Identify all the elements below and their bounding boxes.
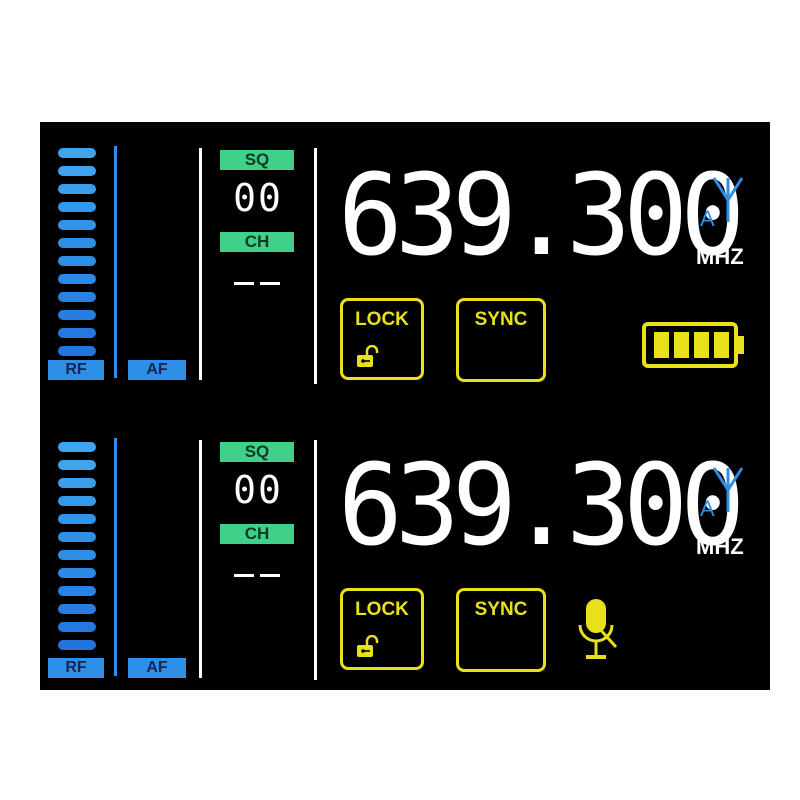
rf-meter-segment	[58, 166, 96, 176]
channel-label: CH	[220, 232, 294, 252]
af-label: AF	[128, 360, 186, 380]
lock-label: LOCK	[355, 309, 409, 330]
rf-meter-segment	[58, 514, 96, 524]
af-label: AF	[128, 658, 186, 678]
rf-label: RF	[48, 658, 104, 678]
frequency-unit: MHZ	[696, 534, 744, 559]
frequency-readout: 639.300	[338, 151, 745, 281]
antenna-label: A	[700, 206, 715, 231]
channel-dash	[260, 282, 280, 285]
rf-meter-segment	[58, 478, 96, 488]
lock-indicator: LOCK	[340, 298, 424, 380]
rf-meter-segment	[58, 310, 96, 320]
rf-meter-segment	[58, 256, 96, 266]
rf-meter-segment	[58, 346, 96, 356]
antenna-label: A	[700, 496, 715, 521]
battery-icon	[642, 322, 744, 368]
lock-label: LOCK	[355, 599, 409, 620]
channel-label: CH	[220, 524, 294, 544]
sync-indicator: SYNC	[456, 588, 546, 672]
rf-meter-segment	[58, 238, 96, 248]
divider-left	[199, 148, 202, 380]
divider-right	[314, 440, 317, 680]
rf-meter-segment	[58, 586, 96, 596]
channel-dash	[260, 574, 280, 577]
rf-meter-segment	[58, 148, 96, 158]
rf-meter-segment	[58, 568, 96, 578]
rf-meter-segment	[58, 622, 96, 632]
divider-right	[314, 148, 317, 384]
squelch-value: 00	[233, 176, 283, 220]
sync-label: SYNC	[474, 599, 528, 620]
unlocked-padlock-icon	[357, 635, 379, 657]
rf-meter-segment	[58, 184, 96, 194]
rf-label: RF	[48, 360, 104, 380]
rf-meter-segment	[58, 640, 96, 650]
unlocked-padlock-icon	[357, 345, 379, 367]
lcd-display: RF AF SQ 00 CH 639.300 A MHZ LOCK	[40, 122, 770, 690]
rf-meter-segment	[58, 442, 96, 452]
rf-meter-segment	[58, 274, 96, 284]
battery-bar	[674, 332, 689, 358]
frequency-readout: 639.300	[338, 441, 745, 571]
channel-dash	[234, 282, 254, 285]
sync-label: SYNC	[474, 309, 528, 330]
antenna-icon	[712, 467, 744, 512]
lock-indicator: LOCK	[340, 588, 424, 670]
channel-b-panel: RF AF SQ 00 CH 639.300 A MHZ LOCK	[40, 412, 770, 690]
rf-meter-segment	[58, 292, 96, 302]
rf-meter-segment	[58, 460, 96, 470]
mic-muted-icon	[578, 599, 618, 659]
battery-bar	[654, 332, 669, 358]
rf-meter-segment	[58, 328, 96, 338]
battery-bar	[714, 332, 729, 358]
divider-left	[199, 440, 202, 678]
squelch-value: 00	[233, 468, 283, 512]
rf-meter-segment	[58, 220, 96, 230]
squelch-label: SQ	[220, 442, 294, 462]
squelch-label: SQ	[220, 150, 294, 170]
rf-meter-segment	[58, 532, 96, 542]
battery-bar	[694, 332, 709, 358]
rf-meter-segment	[58, 550, 96, 560]
channel-dash	[234, 574, 254, 577]
frequency-unit: MHZ	[696, 244, 744, 269]
sync-indicator: SYNC	[456, 298, 546, 382]
channel-a-panel: RF AF SQ 00 CH 639.300 A MHZ LOCK	[40, 122, 770, 412]
af-meter-rail	[114, 146, 117, 378]
af-meter-rail	[114, 438, 117, 676]
rf-meter-segment	[58, 496, 96, 506]
rf-meter-segment	[58, 202, 96, 212]
rf-meter-segment	[58, 604, 96, 614]
antenna-icon	[712, 177, 744, 222]
